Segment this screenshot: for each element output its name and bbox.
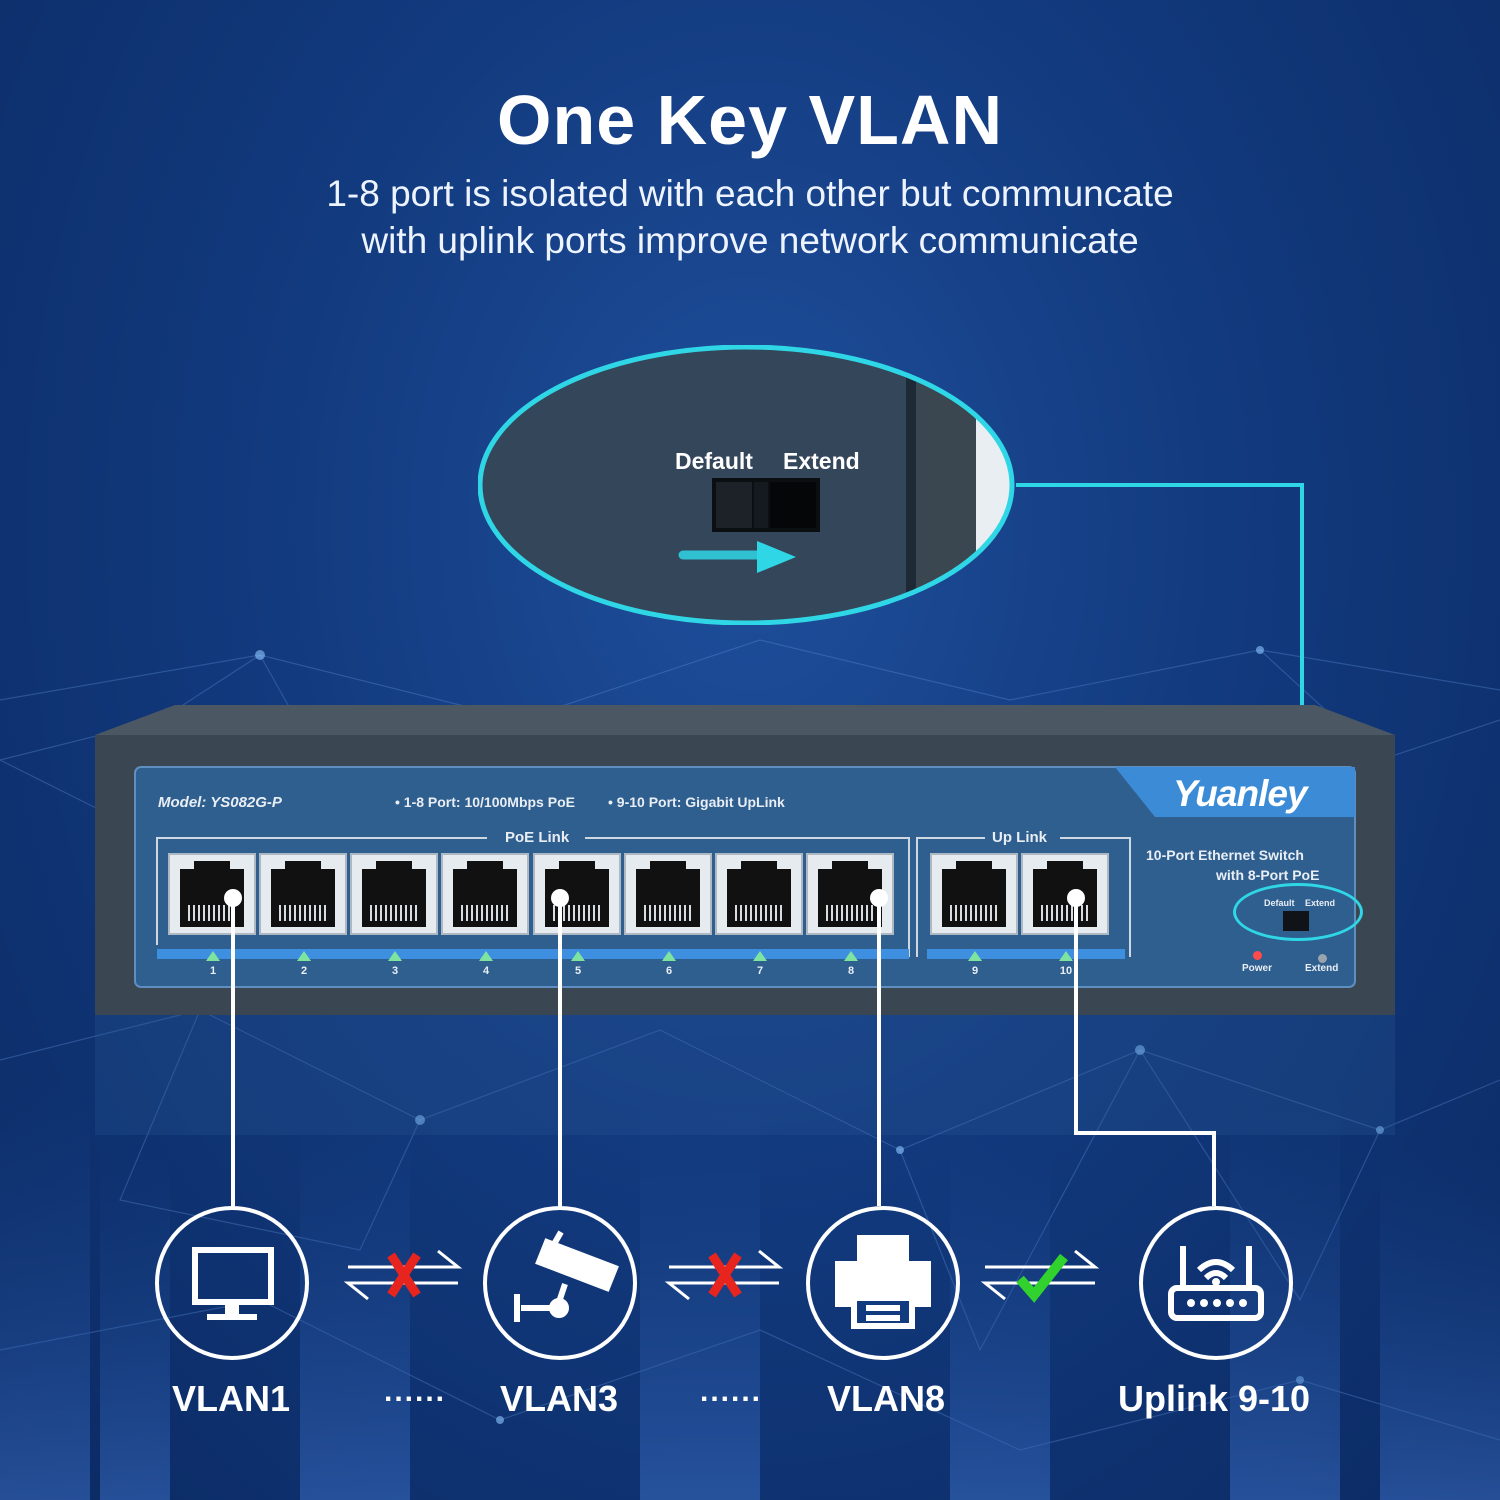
device-label-vlan3: VLAN3 [499,1378,619,1419]
network-switch: 1 2 3 4 5 6 7 8 9 10 Model: YS082G-P • 1-8 Port: … [95,705,1395,1015]
poe-link-label: PoE Link [505,829,570,846]
subtitle-line-2: with uplink ports improve network commun… [361,220,1139,261]
port-led-3 [388,951,402,961]
switch-highlight-ring [1233,883,1363,941]
switch-desc-line-1: 10-Port Ethernet Switch [1146,847,1304,863]
port-number-10: 10 [1059,965,1073,977]
ethernet-port-6[interactable] [624,853,712,935]
vlan3-device [483,1206,637,1360]
device-label-vlan8: VLAN8 [826,1378,946,1419]
switch-desc-line-2: with 8-Port PoE [1216,867,1320,883]
power-led [1253,951,1262,960]
up-link-label: Up Link [992,829,1047,846]
port-number-5: 5 [574,965,582,977]
ethernet-port-7[interactable] [715,853,803,935]
port-led-7 [753,951,767,961]
ethernet-port-3[interactable] [350,853,438,935]
switch-model: Model: YS082G-P [158,794,282,811]
port-number-2: 2 [300,965,308,977]
monitor-icon [192,1247,274,1320]
router-icon [1168,1246,1264,1321]
connector-allowed [980,1249,1100,1303]
ethernet-port-10[interactable] [1021,853,1109,935]
port-number-1: 1 [209,965,217,977]
uplink-device [1139,1206,1293,1360]
printer-icon [835,1235,931,1329]
cross-icon [387,1252,421,1298]
switch-spec-1-text: 1-8 Port: 10/100Mbps PoE [403,794,575,810]
zoom-callout-graphic [477,344,1015,626]
ellipsis-1: ...... [384,1375,447,1408]
zoom-label-default: Default [675,448,753,474]
zoom-callout: Default Extend [477,344,1018,626]
ethernet-port-4[interactable] [441,853,529,935]
ethernet-port-1[interactable] [168,853,256,935]
device-label-uplink: Uplink 9-10 [1117,1378,1311,1419]
check-icon [1016,1253,1068,1303]
port-number-7: 7 [756,965,764,977]
camera-icon [514,1230,619,1322]
subtitle-line-1: 1-8 port is isolated with each other but… [326,173,1174,214]
page-title: One Key VLAN [497,81,1003,159]
port-number-9: 9 [971,965,979,977]
device-label-vlan1: VLAN1 [171,1378,291,1419]
port-number-8: 8 [847,965,855,977]
vlan1-device [155,1206,309,1360]
ethernet-port-9[interactable] [930,853,1018,935]
switch-spec-2: • 9-10 Port: Gigabit UpLink [608,794,785,810]
ethernet-port-8[interactable] [806,853,894,935]
connector-blocked-1 [343,1249,463,1301]
port-led-5 [571,951,585,961]
switch-spec-2-text: 9-10 Port: Gigabit UpLink [616,794,785,810]
connector-blocked-2 [664,1249,784,1301]
port-number-3: 3 [391,965,399,977]
vlan8-device [806,1206,960,1360]
ethernet-port-5[interactable] [533,853,621,935]
cross-icon [708,1252,742,1298]
port-number-6: 6 [665,965,673,977]
port-led-9 [968,951,982,961]
port-led-6 [662,951,676,961]
switch-spec-1: • 1-8 Port: 10/100Mbps PoE [395,794,575,810]
ethernet-port-2[interactable] [259,853,347,935]
zoom-label-extend: Extend [783,448,860,474]
port-led-10 [1059,951,1073,961]
extend-led [1318,954,1327,963]
ellipsis-2: ...... [700,1375,763,1408]
extend-led-label: Extend [1305,963,1339,974]
port-number-4: 4 [482,965,490,977]
port-led-1 [206,951,220,961]
brand-logo: Yuanley [1173,773,1308,814]
port-led-8 [844,951,858,961]
port-led-2 [297,951,311,961]
power-led-label: Power [1242,963,1273,974]
port-led-4 [479,951,493,961]
